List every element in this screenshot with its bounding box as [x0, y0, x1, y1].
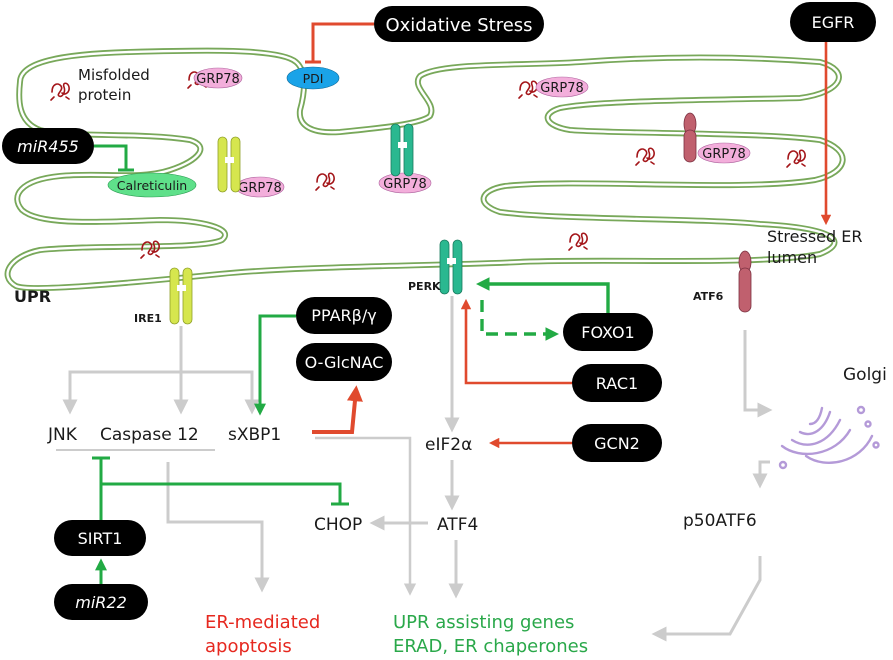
egfr-label: EGFR	[812, 13, 855, 32]
mir22-node	[54, 584, 148, 620]
pdi-marker	[286, 66, 340, 90]
misfolded-protein-icon	[315, 172, 335, 191]
atf6-label: ATF6	[693, 290, 724, 303]
upr-genes-outcome-label: UPR assisting genes ERAD, ER chaperones	[393, 612, 588, 657]
sxbp1-to-oglcnac-edge	[312, 385, 363, 434]
ppar-activates-sxbp1-edge	[254, 314, 296, 416]
atf6-receptor-icon	[738, 250, 752, 313]
oxidative-stress-node	[374, 6, 544, 42]
upr-label: UPR	[14, 287, 51, 306]
mir22-label: miR22	[75, 593, 127, 612]
pdi-label: PDI	[303, 71, 324, 86]
apoptosis-outcome-label: ER-mediated apoptosis	[205, 612, 326, 657]
oxidative-stress-inhibits-pdi-edge	[311, 22, 374, 62]
grp78-label: GRP78	[238, 181, 282, 196]
misfolded-protein-icon	[786, 149, 806, 168]
sirt1-inhibits-chop-edge	[101, 482, 342, 504]
gcn2-node	[572, 424, 662, 462]
sirt1-node	[54, 520, 146, 556]
perk-luminal-receptor-icon	[390, 123, 414, 177]
grp78-label: GRP78	[540, 81, 584, 96]
misfolded-protein-label: Misfolded protein	[78, 66, 155, 104]
ire1-label: IRE1	[134, 312, 162, 325]
p50atf6-to-upr-genes-edge	[651, 556, 762, 642]
grp78-label: GRP78	[196, 72, 240, 87]
jnk-label: JNK	[47, 425, 78, 445]
rac1-activates-perk-edge	[460, 298, 572, 385]
perk-receptor-icon	[439, 239, 463, 295]
golgi-label: Golgi	[843, 365, 887, 385]
atf6-to-golgi-edge	[743, 330, 773, 418]
atf6-luminal-icon	[683, 112, 697, 163]
oxidative-stress-label: Oxidative Stress	[385, 15, 532, 36]
sxbp1-to-upr-genes-edge	[315, 436, 417, 596]
caspase-to-chop-edge	[166, 462, 270, 593]
foxo1-node	[563, 313, 653, 351]
p50atf6-label: p50ATF6	[683, 511, 757, 531]
foxo1-label: FOXO1	[581, 323, 634, 342]
golgi-icon	[778, 405, 880, 470]
mir455-label: miR455	[17, 137, 79, 156]
grp78-markers: GRP78 GRP78 GRP78 GRP78 GRP78	[193, 67, 751, 198]
misfolded-protein-icon	[518, 80, 538, 99]
oglcnac-node	[296, 343, 392, 381]
calreticulin-marker	[107, 172, 197, 198]
er-membrane	[4, 47, 846, 292]
ire1-receptor-icon	[169, 267, 193, 325]
atf4-label: ATF4	[437, 515, 478, 535]
mir455-inhibits-calreticulin-edge	[94, 144, 128, 170]
gcn2-label: GCN2	[594, 434, 640, 453]
ppar-node	[296, 297, 392, 334]
eif2a-label: eIF2α	[425, 435, 472, 455]
ppar-label: PPARβ/γ	[311, 306, 376, 325]
misfolded-protein-icon	[568, 232, 588, 251]
grp78-label: GRP78	[383, 177, 427, 192]
misfolded-protein-icon	[50, 82, 70, 101]
chop-label: CHOP	[314, 515, 362, 535]
perk-to-foxo1-dashed-edge	[480, 300, 560, 341]
foxo1-activates-perk-edge	[475, 277, 610, 313]
sirt1-label: SIRT1	[78, 529, 123, 548]
perk-label: PERK	[408, 280, 441, 293]
calreticulin-label: Calreticulin	[117, 178, 187, 193]
ire1-luminal-receptor-icon	[217, 136, 241, 193]
caspase12-label: Caspase 12	[100, 425, 199, 445]
rac1-label: RAC1	[596, 374, 638, 393]
oglcnac-label: O-GlcNAC	[305, 353, 384, 372]
golgi-to-p50atf6-edge	[752, 460, 770, 489]
mir455-node	[2, 128, 94, 164]
egfr-node	[790, 2, 876, 42]
grp78-label: GRP78	[702, 147, 746, 162]
misfolded-protein-icon	[635, 147, 655, 166]
rac1-node	[572, 364, 662, 402]
stressed-er-lumen-label: Stressed ER lumen	[767, 227, 868, 267]
ire1-downstream-edges	[62, 326, 260, 415]
sxbp1-label: sXBP1	[228, 425, 281, 445]
